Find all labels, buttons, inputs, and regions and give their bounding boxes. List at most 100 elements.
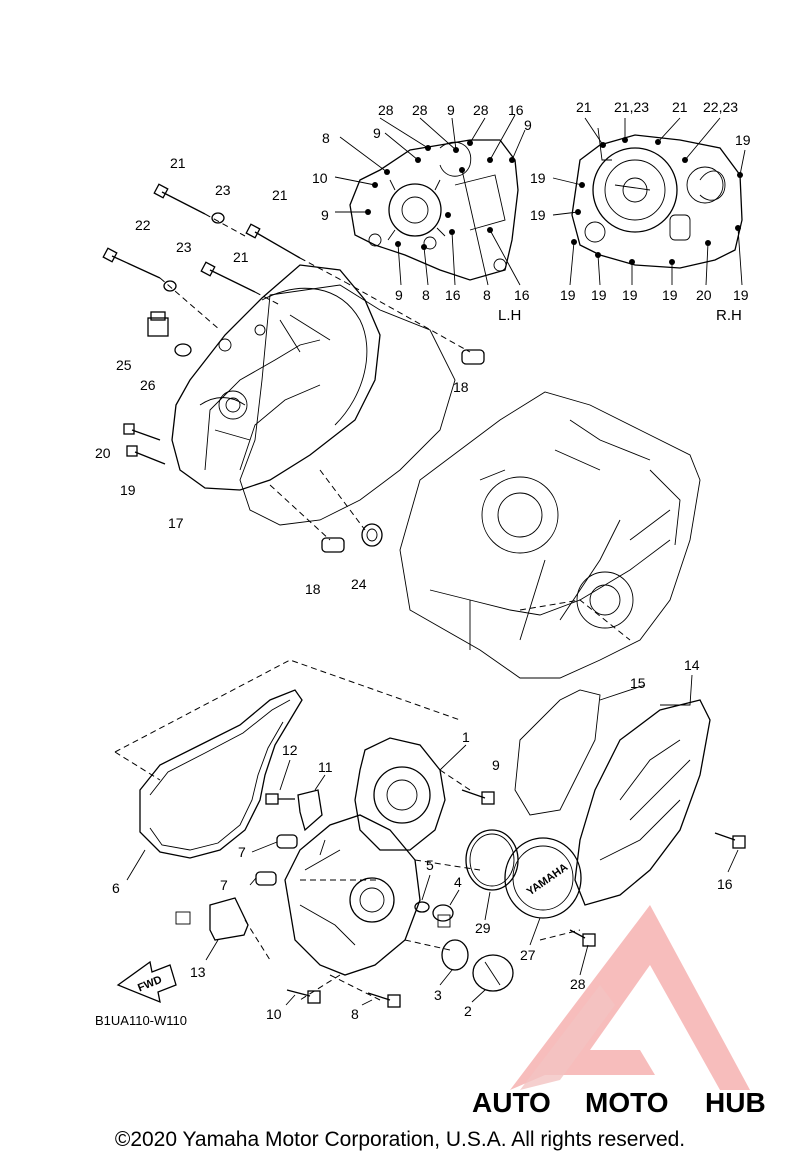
callout-23b: 23 (176, 239, 192, 255)
callout-lh-9a: 9 (447, 102, 455, 118)
bolt-16 (714, 832, 746, 849)
callout-lh-16c: 16 (514, 287, 530, 303)
callout-rh-19d: 19 (560, 287, 576, 303)
bolt-20a (123, 423, 161, 441)
callout-rh-19b: 19 (530, 170, 546, 186)
callout-8: 8 (351, 1006, 359, 1022)
oil-seal-24 (361, 523, 383, 547)
callout-11: 11 (318, 759, 333, 775)
callout-19a: 19 (120, 482, 136, 498)
bolt-9 (461, 789, 495, 805)
callout-lh-9b: 9 (373, 125, 381, 141)
callout-18a: 18 (453, 379, 469, 395)
callout-rh-19c: 19 (530, 207, 546, 223)
callout-5: 5 (426, 857, 434, 873)
callout-15: 15 (630, 675, 646, 691)
callout-6: 6 (112, 880, 120, 896)
callout-2: 2 (464, 1003, 472, 1019)
yamaha-cover-27: YAMAHA (504, 837, 582, 919)
drawing-code: B1UA110-W110 (95, 1013, 187, 1028)
callout-lh-8a: 8 (322, 130, 330, 146)
callout-10: 10 (266, 1006, 282, 1022)
callout-lh-28c: 28 (473, 102, 489, 118)
gasket-6-outline (139, 689, 303, 859)
o-ring-5 (414, 901, 430, 913)
bolt-19a (126, 445, 166, 465)
callout-22: 22 (135, 217, 151, 233)
dowel-pin-7a (276, 834, 298, 849)
callout-3: 3 (434, 987, 442, 1003)
bolt-10 (286, 989, 321, 1004)
crankcase-cover-main-outline (284, 814, 421, 976)
plug-2 (472, 954, 514, 992)
copyright-notice: ©2020 Yamaha Motor Corporation, U.S.A. A… (114, 1128, 686, 1151)
callout-16: 16 (717, 876, 733, 892)
bolt-8 (367, 992, 401, 1008)
callout-lh-28b: 28 (412, 102, 428, 118)
callout-24: 24 (351, 576, 367, 592)
bracket-13 (175, 897, 249, 941)
callout-lh-16b: 16 (445, 287, 461, 303)
callout-rh-21-23a: 21,23 (614, 99, 649, 115)
callout-lh-9d: 9 (321, 207, 329, 223)
callout-lh-8b: 8 (422, 287, 430, 303)
callout-21c: 21 (233, 249, 249, 265)
callout-lh-8c: 8 (483, 287, 491, 303)
callout-lh-9e: 9 (395, 287, 403, 303)
callout-rh-19a: 19 (735, 132, 751, 148)
callout-rh-19g: 19 (662, 287, 678, 303)
dowel-pin-18b (321, 537, 345, 553)
engine-crankcase-block (399, 391, 701, 679)
callout-28: 28 (570, 976, 586, 992)
callout-rh-20: 20 (696, 287, 712, 303)
side-label-rh: R.H (716, 307, 742, 324)
bolt-21a (153, 183, 206, 215)
callout-rh-21b: 21 (672, 99, 688, 115)
side-label-lh: L.H (498, 307, 521, 324)
bolt-21b (245, 223, 301, 259)
washer-23a (211, 212, 225, 224)
crankcase-cover-17-outline (171, 264, 381, 491)
callout-rh-19h: 19 (733, 287, 749, 303)
bolt-28 (569, 929, 596, 947)
bolt-22 (102, 247, 161, 279)
callout-20a: 20 (95, 445, 111, 461)
automotohub-watermark-logo: AUTO MOTO HUB (472, 905, 766, 1118)
cover-brand-text: YAMAHA (525, 861, 571, 898)
callout-lh-16a: 16 (508, 102, 524, 118)
fwd-arrow-icon: FWD (116, 960, 177, 1004)
callout-21a: 21 (170, 155, 186, 171)
callout-lh-10: 10 (312, 170, 328, 186)
generator-cover-1-outline (354, 737, 446, 851)
callout-18b: 18 (305, 581, 321, 597)
callout-17: 17 (168, 515, 184, 531)
callout-4: 4 (454, 874, 462, 890)
callout-lh-9c: 9 (524, 117, 532, 133)
callout-9: 9 (492, 757, 500, 773)
callout-rh-19f: 19 (622, 287, 638, 303)
lh-bolt-pattern-inset (334, 114, 526, 286)
bolt-12 (265, 793, 295, 805)
o-ring-29 (465, 829, 519, 891)
drain-plug-25 (147, 311, 169, 337)
callout-26: 26 (140, 377, 156, 393)
o-ring-26 (174, 343, 192, 357)
callout-29: 29 (475, 920, 491, 936)
callout-21b: 21 (272, 187, 288, 203)
callout-rh-22-23: 22,23 (703, 99, 738, 115)
sprocket-cover-14-outline (574, 699, 711, 906)
cover-gasket-outline (239, 284, 456, 526)
callout-25: 25 (116, 357, 132, 373)
o-ring-3 (441, 939, 469, 971)
clamp-11 (297, 789, 323, 832)
callout-27: 27 (520, 947, 536, 963)
callout-labels: 21 23 21 22 23 21 25 26 18 20 19 17 18 2… (95, 99, 751, 1028)
callout-23a: 23 (215, 182, 231, 198)
callout-lh-28a: 28 (378, 102, 394, 118)
bolt-21c (200, 261, 256, 293)
watermark-hub: HUB (705, 1087, 766, 1118)
callout-12: 12 (282, 742, 298, 758)
dowel-pin-7b (255, 871, 277, 886)
callout-7a: 7 (238, 844, 246, 860)
